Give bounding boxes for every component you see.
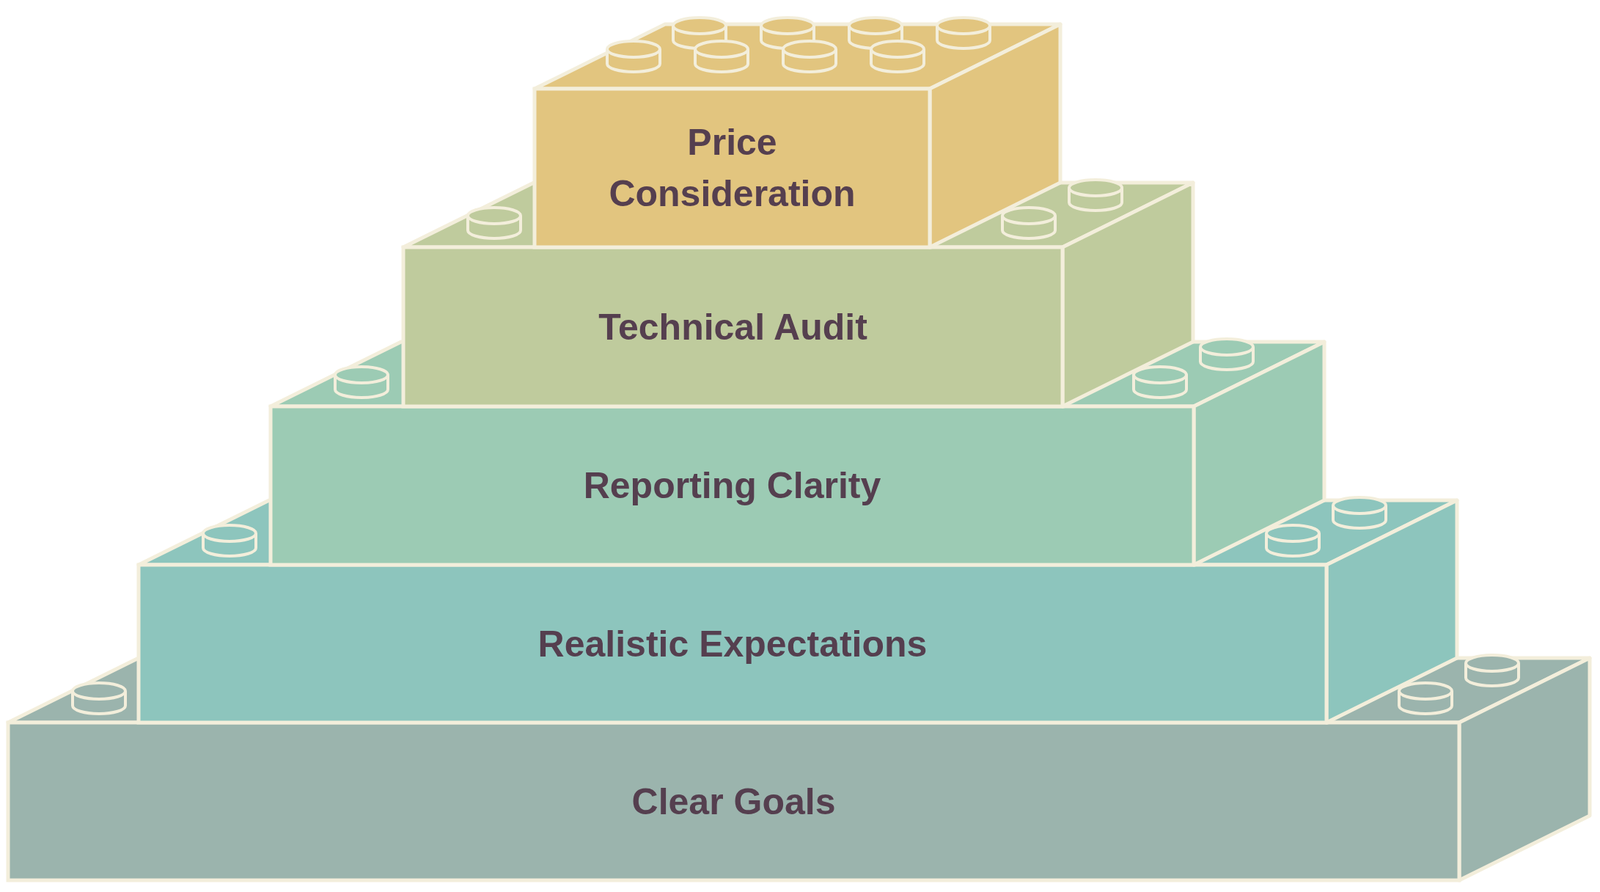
brick-face xyxy=(138,564,1327,723)
brick-face xyxy=(1459,657,1590,880)
brick-stud xyxy=(203,525,256,542)
brick xyxy=(534,17,1061,248)
brick-face xyxy=(1193,341,1325,565)
pyramid-brick: Price Consideration xyxy=(534,88,930,248)
brick-stud xyxy=(695,41,748,58)
brick-stud xyxy=(1333,497,1386,514)
brick-label: Clear Goals xyxy=(632,775,836,828)
brick-stud xyxy=(1002,207,1056,224)
brick-stud xyxy=(1465,654,1519,671)
brick-face xyxy=(534,88,930,248)
brick-stud xyxy=(1266,525,1320,542)
brick-label: Price Consideration xyxy=(571,116,894,220)
brick-stud xyxy=(761,17,814,34)
brick-stud xyxy=(871,41,924,58)
brick-stud xyxy=(1069,179,1122,196)
pyramid-brick: Realistic Expectations xyxy=(138,564,1327,723)
brick-stud xyxy=(72,682,126,699)
brick-face xyxy=(270,406,1194,565)
brick-face xyxy=(403,247,1063,407)
brick-stud xyxy=(467,207,521,224)
brick-stud xyxy=(849,17,902,34)
brick-stud xyxy=(1200,338,1254,355)
brick-face xyxy=(929,24,1061,248)
pyramid-brick: Technical Audit xyxy=(403,247,1063,407)
brick-face xyxy=(1326,500,1458,723)
brick-stud xyxy=(783,41,836,58)
brick-stud xyxy=(1399,682,1452,699)
brick-face xyxy=(1062,182,1194,407)
brick-label: Technical Audit xyxy=(598,301,868,353)
brick-stud xyxy=(607,41,660,58)
brick-label: Realistic Expectations xyxy=(538,618,928,670)
brick-label: Reporting Clarity xyxy=(583,459,882,512)
pyramid-brick: Clear Goals xyxy=(8,722,1460,880)
brick-stud xyxy=(673,17,726,34)
brick-stud xyxy=(335,366,388,383)
brick-stud xyxy=(937,17,990,34)
pyramid-brick: Reporting Clarity xyxy=(270,406,1194,565)
brick-face xyxy=(8,722,1460,880)
